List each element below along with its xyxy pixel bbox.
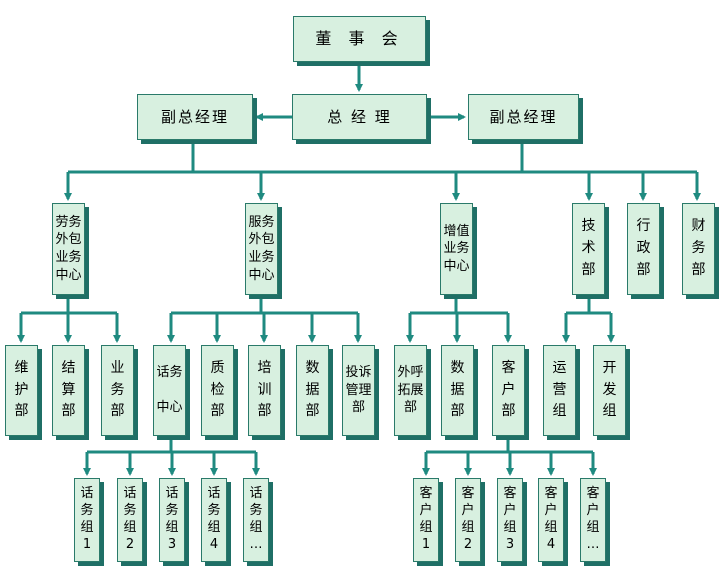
labor-outsourcing-center: 劳务 外包 业务 中心 xyxy=(52,203,85,295)
call-group-4: 话 务 组 4 xyxy=(201,478,227,562)
general-manager-box: 总 经 理 xyxy=(292,94,427,140)
business-dept: 业 务 部 xyxy=(101,345,134,436)
training-dept: 培 训 部 xyxy=(248,345,281,436)
maintenance-dept: 维 护 部 xyxy=(5,345,38,436)
customer-group-2: 客 户 组 2 xyxy=(455,478,481,562)
settlement-dept: 结 算 部 xyxy=(52,345,85,436)
service-outsourcing-center: 服务 外包 业务 中心 xyxy=(245,203,278,295)
customer-group-3: 客 户 组 3 xyxy=(497,478,523,562)
call-group-more: 话 务 组 … xyxy=(243,478,269,562)
deputy-gm-left-box: 副总经理 xyxy=(137,94,253,140)
deputy-gm-right-box: 副总经理 xyxy=(468,94,579,140)
call-group-1: 话 务 组 1 xyxy=(74,478,100,562)
outbound-dept: 外呼 拓展 部 xyxy=(394,345,427,436)
data-dept-service: 数 据 部 xyxy=(296,345,329,436)
tech-dept: 技 术 部 xyxy=(572,203,605,295)
customer-group-4: 客 户 组 4 xyxy=(538,478,564,562)
call-group-3: 话 务 组 3 xyxy=(159,478,185,562)
call-group-2: 话 务 组 2 xyxy=(117,478,143,562)
data-dept-va: 数 据 部 xyxy=(441,345,474,436)
finance-dept: 财 务 部 xyxy=(682,203,715,295)
customer-dept: 客 户 部 xyxy=(492,345,525,436)
customer-group-1: 客 户 组 1 xyxy=(413,478,439,562)
quality-dept: 质 检 部 xyxy=(201,345,234,436)
call-center: 话务 中心 xyxy=(153,345,186,436)
development-group: 开 发 组 xyxy=(593,345,626,436)
board-box: 董 事 会 xyxy=(293,16,426,62)
admin-dept: 行 政 部 xyxy=(627,203,660,295)
operations-group: 运 营 组 xyxy=(543,345,576,436)
value-added-center: 增值 业务 中心 xyxy=(440,203,473,295)
complaint-dept: 投诉 管理 部 xyxy=(342,345,375,436)
customer-group-more: 客 户 组 … xyxy=(580,478,606,562)
